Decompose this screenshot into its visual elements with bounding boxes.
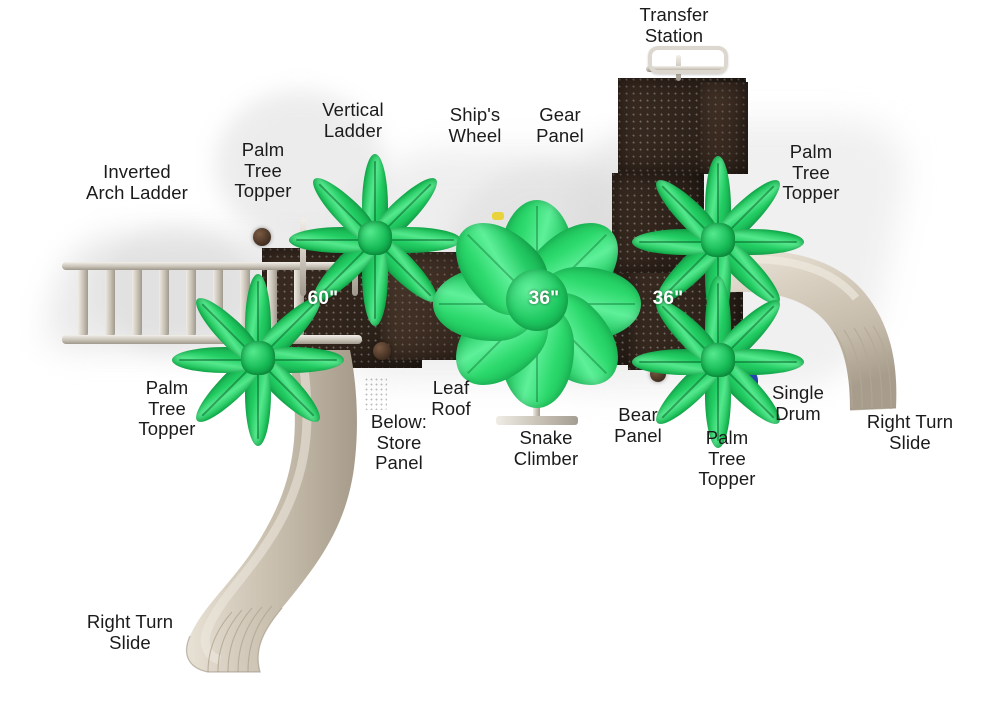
mount-bracket-lower-left bbox=[373, 342, 391, 360]
mount-bracket-upper-left bbox=[253, 228, 271, 246]
label-inverted-arch-ladder: Inverted Arch Ladder bbox=[86, 161, 188, 203]
transfer-station-handrail-bar bbox=[646, 66, 724, 72]
ladder-rungs bbox=[78, 268, 358, 338]
store-panel-below bbox=[365, 378, 387, 410]
dimension-36-center: 36" bbox=[528, 288, 560, 309]
ladder-bottom-rail bbox=[62, 335, 362, 344]
label-ships-wheel: Ship's Wheel bbox=[448, 104, 502, 146]
label-transfer-station: Transfer Station bbox=[639, 4, 709, 46]
snake-climber-top-detail bbox=[492, 212, 504, 220]
snake-climber-footplate bbox=[496, 416, 578, 425]
transfer-station-handrail-loop bbox=[648, 46, 728, 74]
label-palm-tree-topper-lower-right: Palm Tree Topper bbox=[698, 427, 756, 490]
transfer-station-side-panel bbox=[700, 82, 748, 174]
label-gear-panel: Gear Panel bbox=[536, 104, 584, 146]
dimension-36-right: 36" bbox=[652, 288, 684, 309]
label-snake-climber: Snake Climber bbox=[513, 427, 579, 469]
vertical-ladder-rail-left bbox=[300, 218, 306, 296]
dimension-60: 60" bbox=[307, 288, 339, 309]
ladder-top-rail bbox=[62, 262, 362, 270]
right-turn-slide-left-body bbox=[150, 350, 440, 680]
